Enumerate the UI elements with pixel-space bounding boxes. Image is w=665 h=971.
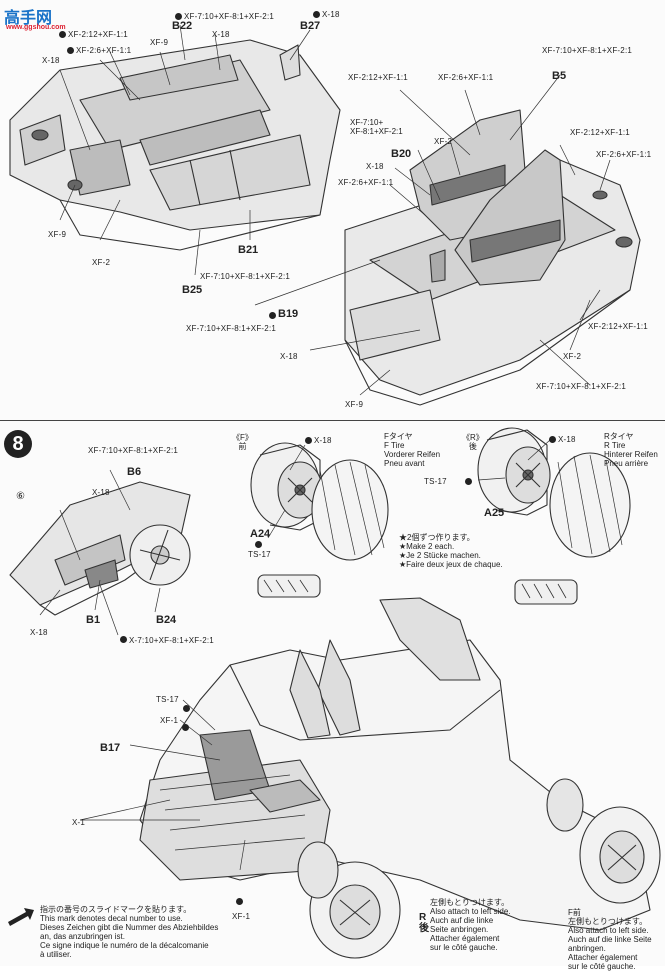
- paint-label-xf-b24: X-7:10+XF-8:1+XF-2:1: [129, 636, 214, 645]
- step-number-badge: 8: [4, 430, 32, 458]
- front-tire-caption: Fタイヤ F Tire Vorderer Reifen Pneu avant: [384, 432, 441, 468]
- watermark-cn: 高手网: [4, 10, 53, 27]
- front-attach-note: F前 左側もとりつけます。 Also attach to left side. …: [568, 908, 652, 971]
- paint-label-xf9-tl: XF-9: [150, 38, 169, 47]
- part-b20: B20: [391, 148, 412, 160]
- paint-dot: [182, 724, 189, 731]
- paint-label-xf1-b: XF-1: [160, 716, 179, 725]
- paint-label-xf2-6-r: XF-2:6+XF-1:1: [596, 150, 652, 159]
- part-b5: B5: [552, 70, 567, 82]
- paint-label-xf-b21: XF-7:10+XF-8:1+XF-2:1: [200, 272, 291, 281]
- paint-label-xf2-12-r: XF-2:12+XF-1:1: [570, 128, 630, 137]
- paint-label-ts17-b: TS-17: [156, 695, 179, 704]
- paint-label-xf9-l: XF-9: [48, 230, 67, 239]
- paint-label-x18-r: X-18: [558, 435, 576, 444]
- paint-label-x18-f: X-18: [314, 436, 332, 445]
- paint-label-xf2-12-tl: XF-2:12+XF-1:1: [68, 30, 128, 39]
- paint-label-ts17-f: TS-17: [248, 550, 271, 559]
- part-b19: B19: [278, 308, 299, 320]
- paint-label-x18-mid: X-18: [366, 162, 384, 171]
- rear-attach-note: 左側もとりつけます。 Also attach to left side. Auc…: [430, 898, 511, 952]
- part-b21: B21: [238, 244, 259, 256]
- paint-label-x18-dash-l: X-18: [30, 628, 48, 637]
- paint-dot: [175, 13, 182, 20]
- decal-number-6: ⑥: [16, 491, 26, 502]
- paint-label-x18-tl2: X-18: [212, 30, 230, 39]
- part-b1: B1: [86, 614, 101, 626]
- paint-label-xf-b6: XF-7:10+XF-8:1+XF-2:1: [88, 446, 179, 455]
- paint-dot: [255, 541, 262, 548]
- paint-label-xf1-bb: XF-1: [232, 912, 251, 921]
- rear-tire-caption: Rタイヤ R Tire Hinterer Reifen Pneu arrière: [604, 432, 658, 468]
- rear-side-letter: R 後: [419, 912, 429, 934]
- paint-label-xf2-6-tl: XF-2:6+XF-1:1: [76, 46, 132, 55]
- paint-label-xf9-b: XF-9: [345, 400, 364, 409]
- decal-mark-note: 指示の番号のスライドマークを貼ります。 This mark denotes de…: [40, 905, 219, 959]
- make-two-note: ★2個ずつ作ります。 ★Make 2 each. ★Je 2 Stücke ma…: [399, 533, 503, 569]
- decal-arrow-icon: [8, 908, 34, 926]
- part-b24: B24: [156, 614, 177, 626]
- paint-dot: [313, 11, 320, 18]
- paint-dot: [120, 636, 127, 643]
- paint-dot: [236, 898, 243, 905]
- paint-dot: [305, 437, 312, 444]
- part-b17: B17: [100, 742, 121, 754]
- paint-label-ts17-r: TS-17: [424, 477, 447, 486]
- paint-dot: [549, 436, 556, 443]
- paint-dot: [67, 47, 74, 54]
- paint-label-xf-mid: XF-7:10+ XF-8:1+XF-2:1: [350, 118, 403, 136]
- part-b25: B25: [182, 284, 203, 296]
- paint-label-x18-tl: X-18: [322, 10, 340, 19]
- step-divider: [0, 420, 665, 421]
- paint-label-x18-b: X-18: [280, 352, 298, 361]
- paint-label-xf-tl: XF-7:10+XF-8:1+XF-2:1: [184, 12, 275, 21]
- paint-label-xf-b19: XF-7:10+XF-8:1+XF-2:1: [186, 324, 277, 333]
- part-b22: B22: [172, 20, 193, 32]
- paint-label-xf-tr: XF-7:10+XF-8:1+XF-2:1: [542, 46, 633, 55]
- paint-label-xf2-br: XF-2: [563, 352, 582, 361]
- paint-label-xf-br: XF-7:10+XF-8:1+XF-2:1: [536, 382, 627, 391]
- paint-dot: [183, 705, 190, 712]
- part-b27: B27: [300, 20, 321, 32]
- paint-label-xf2-12-tr: XF-2:12+XF-1:1: [348, 73, 408, 82]
- paint-label-x1-b: X-1: [72, 818, 86, 827]
- paint-label-xf2-12-br: XF-2:12+XF-1:1: [588, 322, 648, 331]
- paint-label-xf2-l: XF-2: [92, 258, 111, 267]
- front-heading: 《F》 前: [232, 433, 253, 451]
- rear-heading: 《R》 後: [462, 433, 484, 451]
- paint-label-x18-dash: X-18: [92, 488, 110, 497]
- watermark-url: www.ggshou.com: [6, 24, 66, 31]
- paint-label-x18-l: X-18: [42, 56, 60, 65]
- paint-label-xf2-6-tr: XF-2:6+XF-1:1: [438, 73, 494, 82]
- watermark-logo: 高手网 www.ggshou.com: [2, 2, 74, 32]
- part-a24: A24: [250, 528, 271, 540]
- part-b6: B6: [127, 466, 142, 478]
- paint-dot: [269, 312, 276, 319]
- paint-dot: [59, 31, 66, 38]
- paint-label-xf2-mid: XF-2: [434, 137, 453, 146]
- paint-dot: [465, 478, 472, 485]
- paint-label-xf2-6-mid: XF-2:6+XF-1:1: [338, 178, 394, 187]
- part-a25: A25: [484, 507, 505, 519]
